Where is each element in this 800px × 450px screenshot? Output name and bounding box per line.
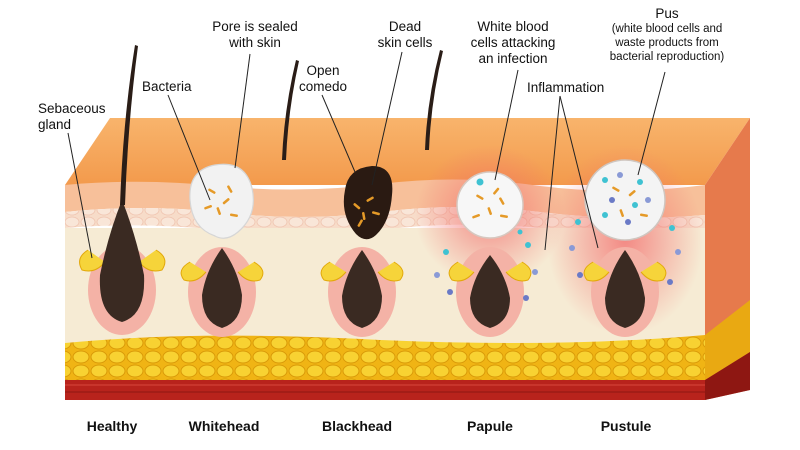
follicle-whitehead: [180, 163, 264, 337]
label-bacteria: Bacteria: [142, 79, 192, 95]
label-inflammation: Inflammation: [527, 80, 604, 96]
label-open-comedo: Open comedo: [293, 63, 353, 95]
label-sebaceous-line2: gland: [38, 117, 72, 132]
papule-bacteria-cluster: [472, 187, 508, 219]
papule-white-blood-cells: [434, 178, 538, 301]
label-pus-line3: bacterial reproduction): [609, 51, 725, 63]
follicle-papule: [415, 145, 565, 337]
label-sebaceous-gland: Sebaceous gland: [38, 101, 106, 133]
label-pore-line1: Pore is sealed: [212, 19, 298, 34]
whitehead-bacteria-cluster: [204, 185, 238, 218]
stage-label-papule: Papule: [467, 418, 513, 434]
label-wbc-line2: cells attacking: [470, 35, 556, 50]
blackhead-bacteria-cluster: [353, 196, 380, 227]
label-sebaceous-line1: Sebaceous: [38, 101, 106, 116]
follicle-blackhead: [320, 166, 404, 337]
stage-label-blackhead: Blackhead: [321, 418, 393, 434]
pustule-white-blood-cells: [569, 219, 681, 285]
follicle-healthy: [79, 45, 166, 335]
surface-hairs: [282, 50, 443, 160]
label-pus-line1: (white blood cells and: [611, 23, 723, 35]
pustule-pus-mix: [602, 172, 651, 225]
label-pus-line2: waste products from: [615, 37, 719, 49]
label-pus-title: Pus: [655, 6, 679, 21]
muscle-layer: [65, 352, 750, 400]
label-white-blood-cells: White blood cells attacking an infection: [458, 19, 568, 67]
label-comedo-line1: Open: [306, 63, 340, 78]
label-comedo-line2: comedo: [298, 79, 348, 94]
label-bacteria-text: Bacteria: [142, 79, 192, 94]
label-wbc-line1: White blood: [477, 19, 549, 34]
label-pore-line2: with skin: [229, 35, 281, 50]
label-inflammation-text: Inflammation: [527, 80, 605, 95]
label-pore-sealed: Pore is sealed with skin: [205, 19, 305, 51]
follicle-pustule: [547, 145, 703, 337]
label-wbc-line3: an infection: [478, 51, 548, 66]
leader-lines: [67, 51, 666, 259]
label-dead-line1: Dead: [388, 19, 422, 34]
label-dead-skin-cells: Dead skin cells: [365, 19, 445, 51]
fat-layer: [65, 300, 750, 380]
stage-label-healthy: Healthy: [86, 418, 138, 434]
stage-label-whitehead: Whitehead: [188, 418, 260, 434]
label-pus: Pus (white blood cells and waste product…: [592, 6, 742, 64]
stage-label-pustule: Pustule: [600, 418, 652, 434]
label-dead-line2: skin cells: [377, 35, 433, 50]
